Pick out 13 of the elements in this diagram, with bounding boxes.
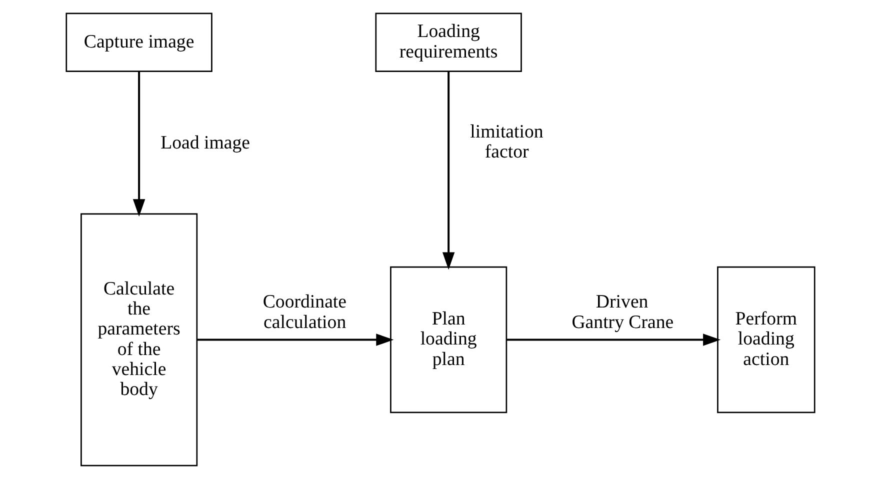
arrow <box>442 71 454 270</box>
arrow <box>196 334 394 346</box>
node-box: Plan loading plan <box>390 266 507 414</box>
node-box: Loading requirements <box>374 12 522 72</box>
arrow <box>132 71 145 217</box>
edge-label: Driven Gantry Crane <box>571 292 674 333</box>
edge-label: Coordinate calculation <box>262 292 346 333</box>
arrow <box>506 334 720 346</box>
node-box: Capture image <box>65 12 212 72</box>
edge-label: limitation factor <box>470 121 543 163</box>
node-box: Calculate the parameters of the vehicle body <box>80 213 198 466</box>
node-box: Perform loading action <box>716 266 815 414</box>
edge-label: Load image <box>160 132 250 154</box>
